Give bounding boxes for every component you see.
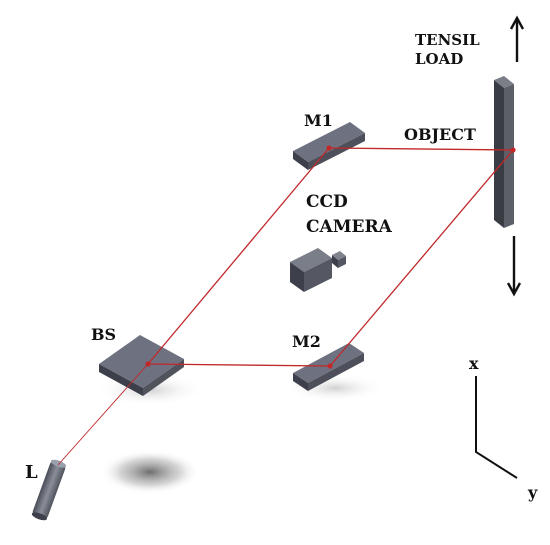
m2-label: M2 — [292, 332, 321, 351]
tensile-load-label-line1: TENSIL — [415, 31, 480, 49]
tensile-arrow-down — [506, 236, 522, 297]
object-plate — [494, 76, 514, 228]
axis-x-label: x — [469, 354, 479, 373]
laser-shadow — [100, 450, 200, 494]
beam-paths — [57, 147, 514, 466]
object-label: OBJECT — [404, 125, 476, 144]
beam-point-bs — [145, 361, 151, 367]
mirror-m1 — [293, 122, 365, 170]
beam-splitter — [99, 335, 184, 396]
coordinate-axes — [475, 376, 518, 479]
beam-bs-to-m1 — [147, 147, 330, 365]
tensile-load-label-line2: LOAD — [415, 50, 463, 68]
ccd-camera-label-line2: CAMERA — [306, 217, 393, 237]
mirror-m2 — [293, 343, 364, 391]
axis-y-label: y — [527, 483, 538, 502]
tensile-arrow-up — [509, 15, 525, 62]
ccd-camera-label-line1: CCD — [306, 192, 348, 212]
bs-label: BS — [91, 325, 116, 344]
beam-point-object — [510, 147, 516, 153]
beam-laser-to-bs — [57, 363, 149, 466]
m1-label: M1 — [304, 111, 333, 130]
ccd-camera — [290, 248, 346, 292]
beam-m1-to-object — [328, 147, 514, 151]
beam-m2-to-object — [329, 149, 514, 367]
beam-point-m1 — [326, 145, 332, 151]
beam-point-m2 — [327, 363, 333, 369]
laser-label: L — [25, 462, 38, 483]
beam-bs-to-m2 — [147, 363, 331, 367]
